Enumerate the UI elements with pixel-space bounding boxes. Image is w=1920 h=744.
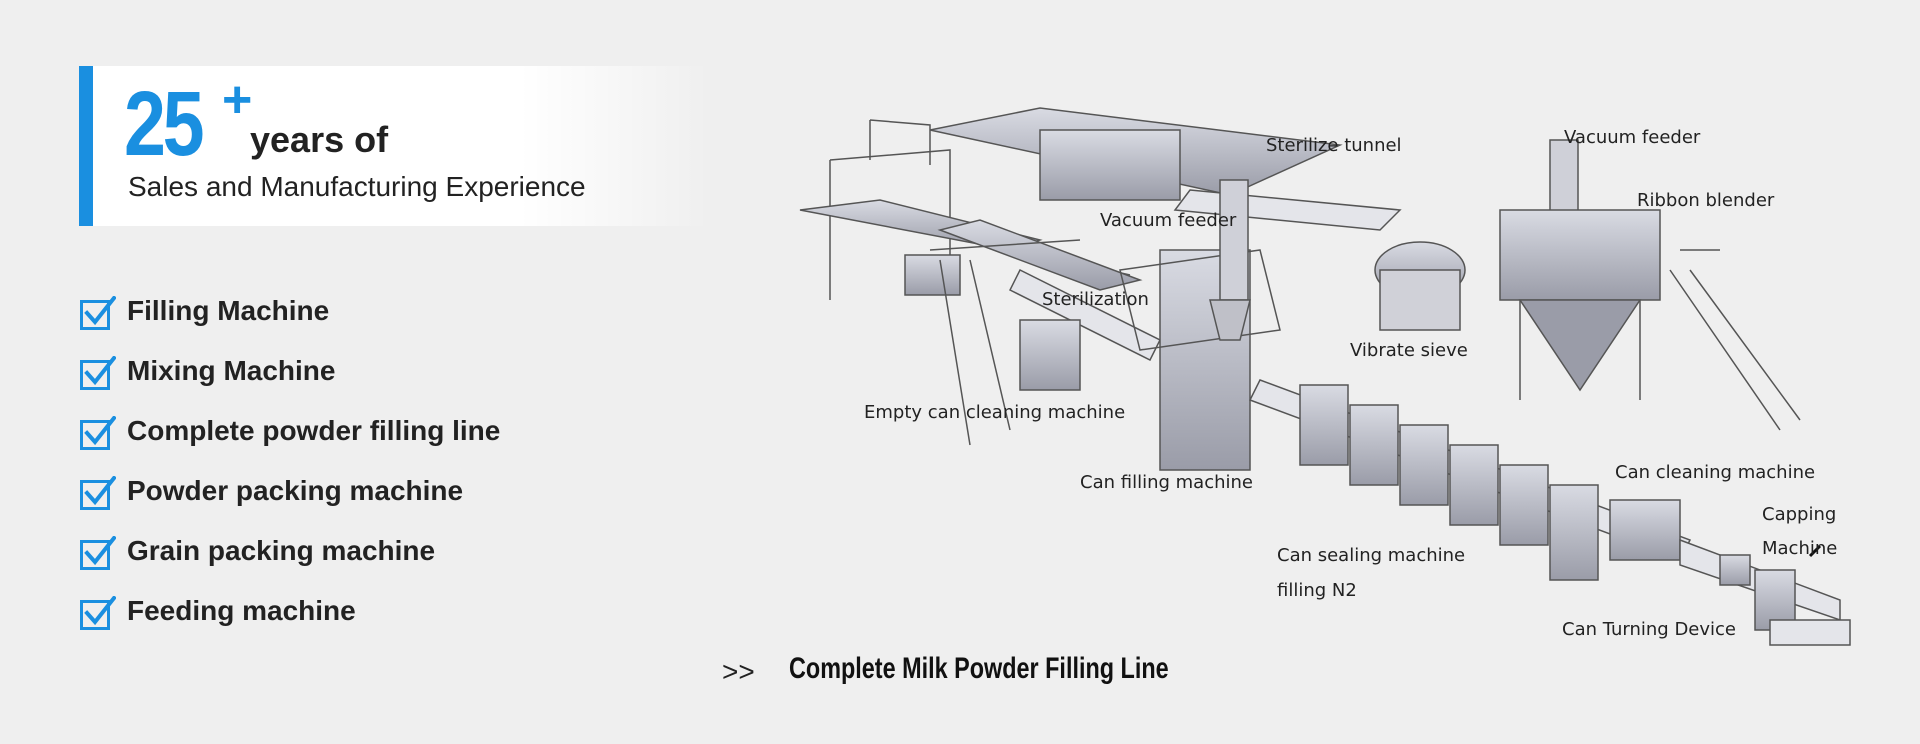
accent-bar (79, 66, 93, 226)
label-can-cleaning: Can cleaning machine (1615, 462, 1816, 483)
label-filling-n2: filling N2 (1277, 580, 1357, 601)
caption-arrow: >> (722, 656, 755, 687)
label-ribbon-blender: Ribbon blender (1637, 190, 1775, 211)
checkbox-checked-icon (80, 476, 116, 510)
checkbox-checked-icon (80, 296, 116, 330)
checkbox-checked-icon (80, 536, 116, 570)
experience-banner: 25 + years of Sales and Manufacturing Ex… (79, 66, 709, 226)
feature-label: Filling Machine (127, 295, 330, 326)
feature-label: Complete powder filling line (127, 415, 501, 446)
label-sterilize-tunnel: Sterilize tunnel (1266, 135, 1402, 156)
label-vacuum-feeder-left: Vacuum feeder (1100, 210, 1237, 231)
feature-label: Feeding machine (127, 595, 356, 626)
label-can-filling: Can filling machine (1080, 472, 1253, 493)
label-vacuum-feeder-right: Vacuum feeder (1564, 127, 1701, 148)
label-capping: Capping (1762, 504, 1837, 525)
label-sterilization: Sterilization (1042, 289, 1149, 310)
experience-subtitle: Sales and Manufacturing Experience (128, 171, 586, 202)
label-empty-can-cleaning: Empty can cleaning machine (864, 402, 1126, 423)
feature-label: Powder packing machine (127, 475, 464, 506)
checkbox-checked-icon (80, 596, 116, 630)
checkbox-checked-icon (80, 356, 116, 390)
plus-sign: + (222, 71, 253, 129)
label-vibrate-sieve: Vibrate sieve (1350, 340, 1468, 361)
checkbox-checked-icon (80, 416, 116, 450)
label-capping-machine: Machine (1762, 538, 1838, 559)
feature-label: Mixing Machine (127, 355, 336, 386)
label-can-turning: Can Turning Device (1562, 619, 1737, 640)
filling-line-diagram: Sterilize tunnel Vacuum feeder Ribbon bl… (780, 100, 1860, 680)
machinery-illustration (799, 107, 1851, 646)
years-of-text: years of (250, 119, 389, 160)
years-number: 25 (124, 73, 205, 175)
caption-title: Complete Milk Powder Filling Line (789, 652, 1169, 685)
label-can-sealing: Can sealing machine (1277, 545, 1466, 566)
feature-label: Grain packing machine (127, 535, 436, 566)
